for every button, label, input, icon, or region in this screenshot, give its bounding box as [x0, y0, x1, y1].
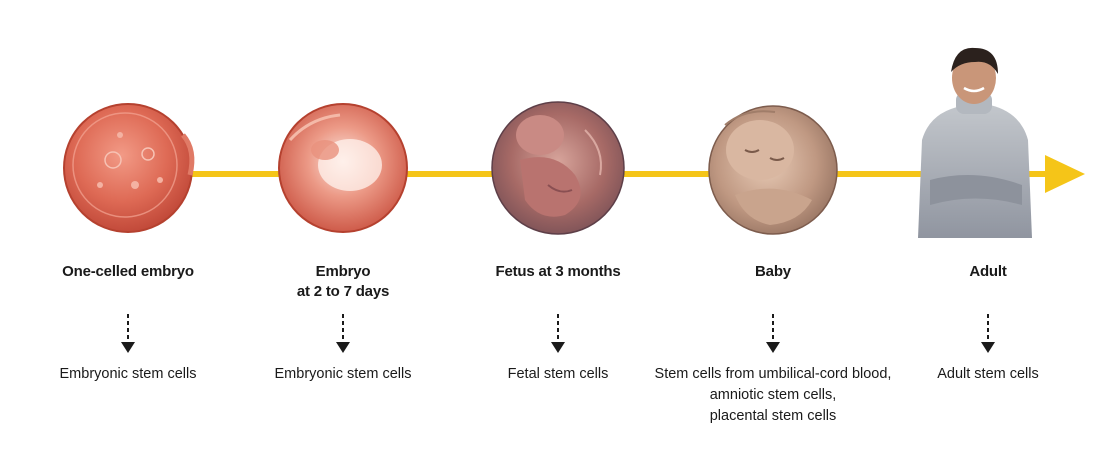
down-arrow-icon — [763, 314, 783, 354]
down-arrow-icon — [118, 314, 138, 354]
stem-cell-type-line: Adult stem cells — [858, 364, 1100, 385]
down-arrow-icon — [333, 314, 353, 354]
stage-label: Adult — [858, 262, 1100, 282]
stem-cell-type: Adult stem cells — [858, 364, 1100, 385]
stage-column-adult: Adult Adult stem cells — [858, 0, 1100, 450]
down-arrow-icon — [978, 314, 998, 354]
down-arrow-icon — [548, 314, 568, 354]
stage-label-line: Adult — [858, 262, 1100, 282]
